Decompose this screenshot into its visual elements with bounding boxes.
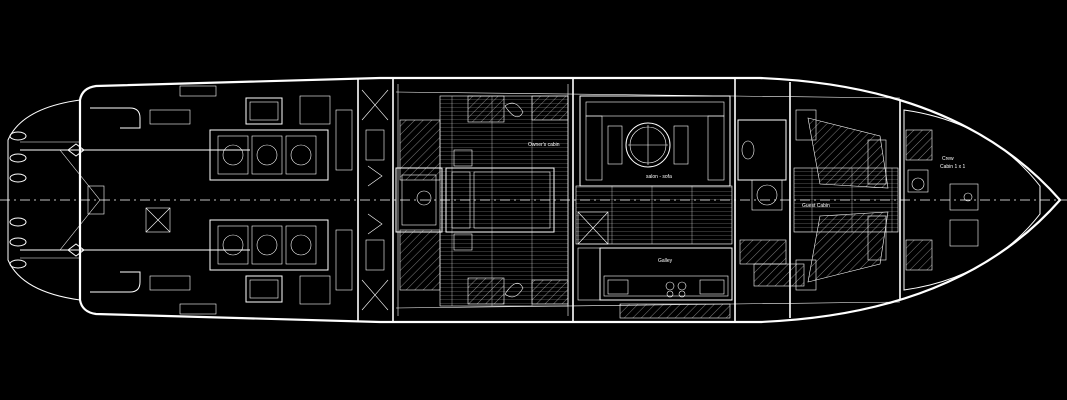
engine-starboard — [209, 219, 329, 271]
guest-cabin-label: Guest Cabin — [802, 203, 830, 209]
crew-cabin-detail: Cabin 1 x 1 — [940, 164, 966, 170]
crew-cabin-title: Crew — [942, 156, 954, 162]
engine-room-equipment — [145, 85, 353, 315]
galley: Galley — [577, 247, 733, 319]
forward-heads — [737, 119, 805, 287]
engine-port — [209, 129, 329, 181]
owners-cabin-label: Owner's cabin — [528, 142, 560, 148]
galley-label: Galley — [658, 258, 673, 264]
exhaust-pipes — [90, 107, 141, 293]
salon: salon - sofa — [575, 95, 733, 245]
hull-outline — [78, 76, 1062, 324]
crew-cabin: Crew Cabin 1 x 1 — [903, 109, 1041, 291]
propulsion — [9, 131, 250, 269]
side-decks — [395, 91, 901, 309]
salon-label: salon - sofa — [646, 174, 672, 180]
tunnel-structure — [361, 89, 389, 311]
guest-cabin: Guest Cabin — [793, 109, 899, 291]
owners-cabin: Owner's cabin — [395, 95, 569, 307]
